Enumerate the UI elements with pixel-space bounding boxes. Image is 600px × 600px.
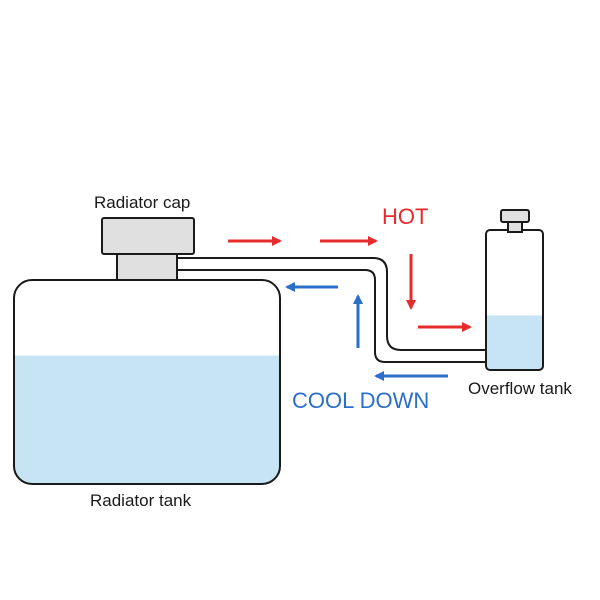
radiator-cap [101,217,195,281]
overflow-coolant-level [486,315,543,370]
hose-outer-wall [177,257,486,351]
overflow-hose [177,257,486,363]
cool-down-label: COOL DOWN [292,388,429,413]
hot-label: HOT [382,204,428,229]
radiator-cap-label: Radiator cap [94,193,190,212]
radiator-cap-neck [116,251,178,281]
radiator-tank [13,279,281,485]
overflow-cap [500,209,530,223]
cool-flow-arrows [285,282,448,381]
radiator-tank-label: Radiator tank [90,491,192,510]
overflow-tank [485,209,544,371]
hose-inner-wall [177,269,486,363]
hot-flow-arrows [228,236,472,332]
overflow-tank-label: Overflow tank [468,379,572,398]
radiator-cap-top [101,217,195,255]
radiator-coolant-level [14,355,280,484]
